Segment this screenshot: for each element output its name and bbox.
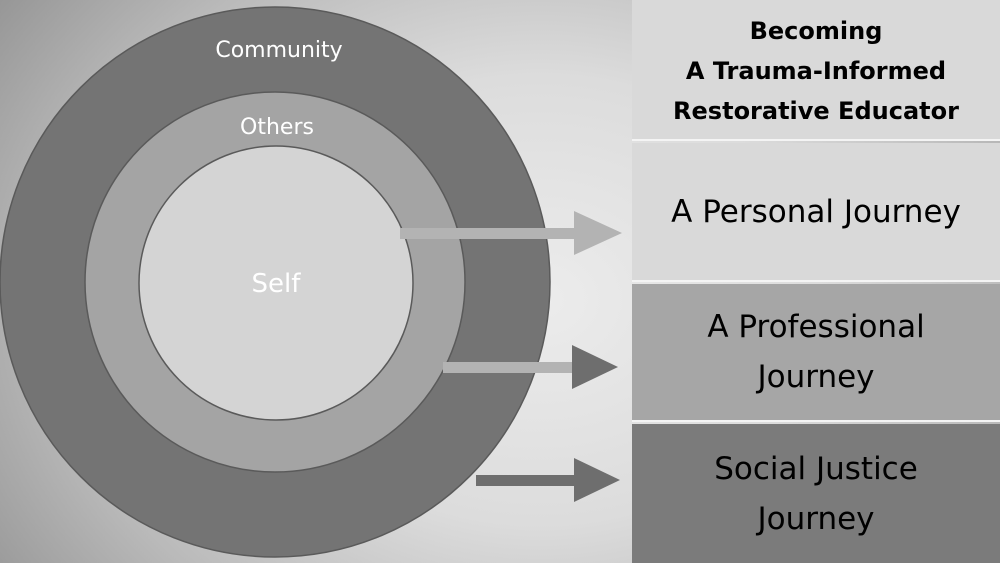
personal-journey-panel: A Personal Journey (632, 143, 1000, 282)
arrow-self-to-personal (400, 211, 622, 255)
community-label: Community (215, 38, 342, 63)
diagram-title: Becoming A Trauma-Informed Restorative E… (673, 16, 959, 125)
arrow-community-to-social (476, 458, 620, 502)
personal-journey-label: A Personal Journey (671, 193, 961, 230)
others-label: Others (240, 115, 314, 140)
arrow-others-to-professional (443, 345, 618, 389)
social-justice-journey-label: Social Justice Journey (714, 450, 918, 537)
title-panel: Becoming A Trauma-Informed Restorative E… (632, 0, 1000, 141)
social-justice-journey-panel: Social Justice Journey (632, 424, 1000, 563)
self-label: Self (252, 269, 302, 299)
professional-journey-panel: A Professional Journey (632, 284, 1000, 422)
self-circle (138, 145, 414, 421)
professional-journey-label: A Professional Journey (707, 309, 925, 395)
